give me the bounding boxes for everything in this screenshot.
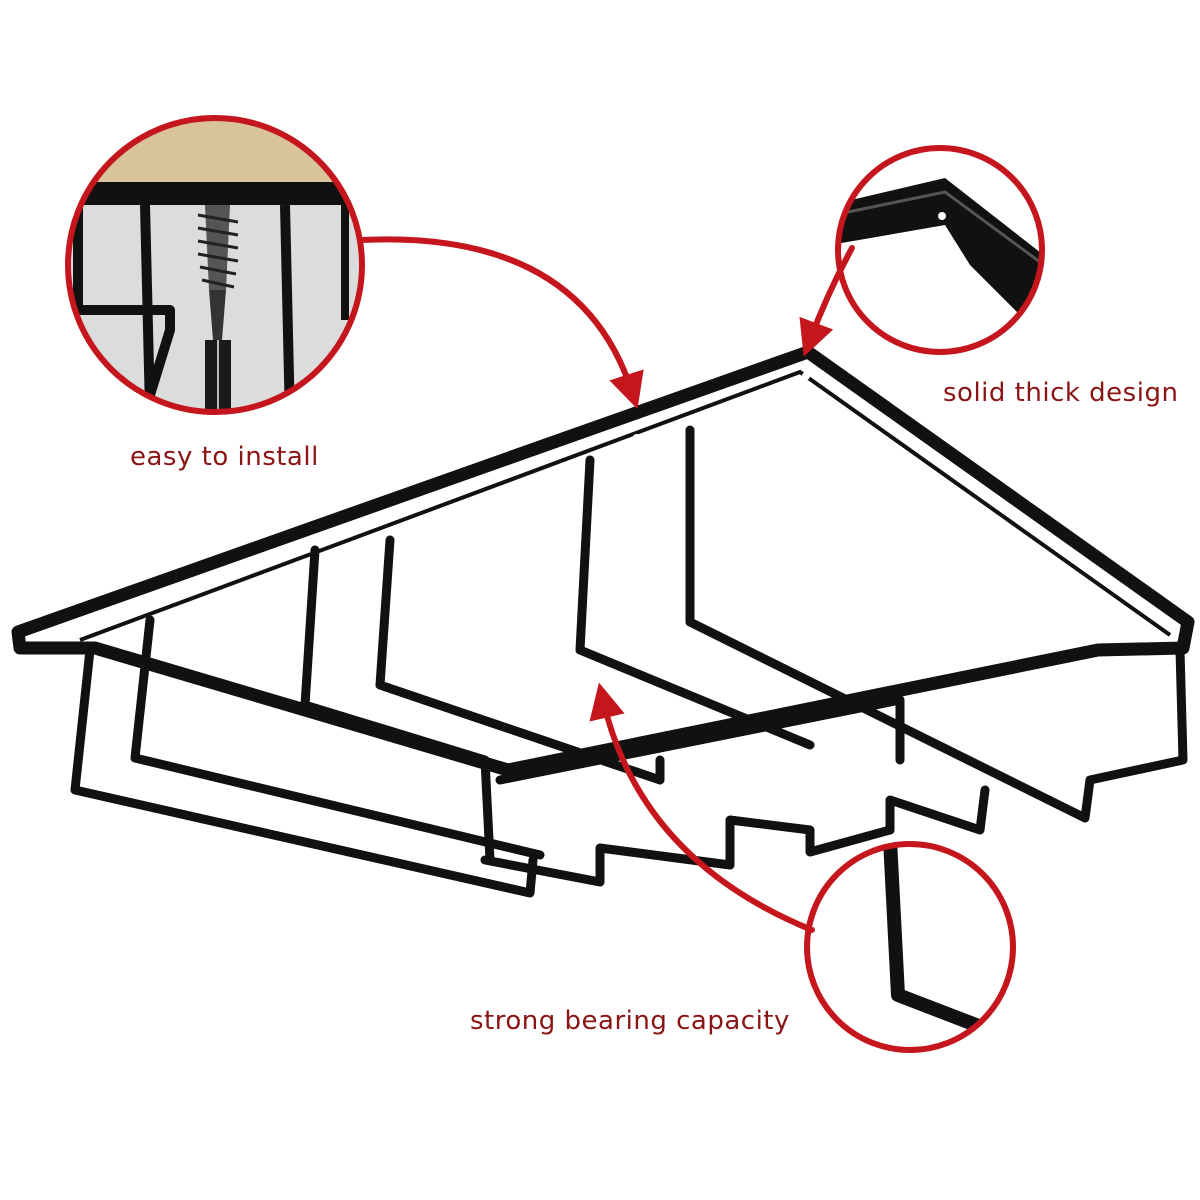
arrow-install	[359, 236, 644, 410]
rack-rail	[375, 535, 665, 785]
callout-install	[65, 115, 365, 415]
arrow-thick	[799, 245, 855, 357]
mount-hole	[632, 434, 642, 444]
rack-rail	[300, 545, 495, 865]
arrow-bearing	[589, 682, 815, 933]
rack-rail-lower	[495, 695, 905, 785]
callout-bearing	[804, 841, 1016, 1053]
label-solid-thick-design: solid thick design	[943, 378, 1179, 408]
screw-icon	[197, 205, 239, 412]
label-strong-bearing-capacity: strong bearing capacity	[470, 1006, 790, 1036]
frame-corner-detail	[838, 178, 1042, 345]
label-easy-to-install: easy to install	[130, 442, 319, 472]
glass-rack	[11, 345, 1195, 898]
rack-rail	[685, 425, 1188, 823]
rack-rail-lower	[480, 785, 990, 887]
rack-rail	[70, 645, 538, 898]
callout-thick	[835, 145, 1045, 355]
mount-hole	[802, 372, 810, 380]
rack-top-frame	[11, 345, 1195, 777]
rack-rail	[575, 455, 815, 750]
rack-corner-detail	[68, 182, 362, 205]
rack-frame-inner-edge	[79, 369, 1172, 642]
rack-rail	[130, 615, 545, 860]
mount-hole	[1021, 678, 1029, 686]
